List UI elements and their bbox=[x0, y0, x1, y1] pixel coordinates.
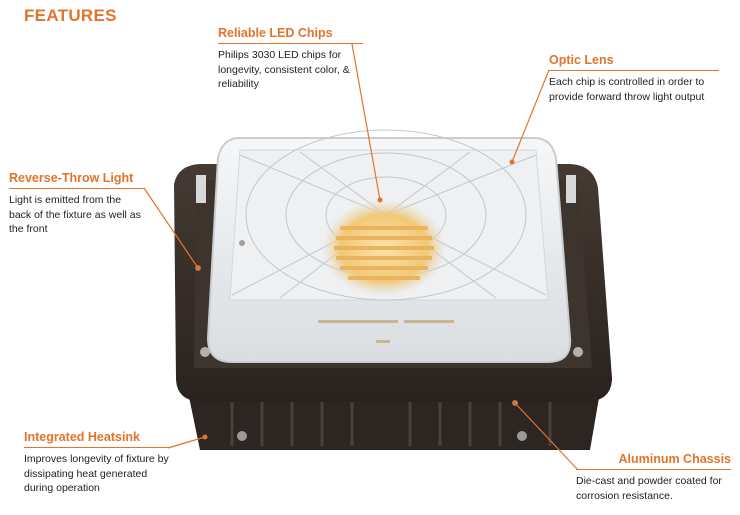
callout-heatsink-title: Integrated Heatsink bbox=[24, 430, 169, 448]
heatsink-body bbox=[188, 392, 600, 450]
callout-led-chips: Reliable LED Chips Philips 3030 LED chip… bbox=[218, 26, 363, 92]
callout-optic-lens-desc: Each chip is controlled in order to prov… bbox=[549, 76, 705, 103]
callout-heatsink-desc: Improves longevity of fixture by dissipa… bbox=[24, 453, 169, 494]
leader-dots bbox=[195, 159, 518, 440]
callout-optic-lens-title: Optic Lens bbox=[549, 53, 719, 71]
callout-reverse-throw-title: Reverse-Throw Light bbox=[9, 171, 144, 189]
callout-led-chips-desc: Philips 3030 LED chips for longevity, co… bbox=[218, 49, 350, 90]
leader-lines bbox=[143, 43, 579, 471]
callout-reverse-throw: Reverse-Throw Light Light is emitted fro… bbox=[9, 171, 144, 237]
callout-aluminum-chassis-title: Aluminum Chassis bbox=[576, 452, 731, 470]
callout-aluminum-chassis-desc: Die-cast and powder coated for corrosion… bbox=[576, 475, 722, 502]
callout-led-chips-title: Reliable LED Chips bbox=[218, 26, 363, 44]
features-heading: FEATURES bbox=[24, 6, 117, 25]
callout-aluminum-chassis: Aluminum Chassis Die-cast and powder coa… bbox=[576, 452, 731, 503]
callout-optic-lens: Optic Lens Each chip is controlled in or… bbox=[549, 53, 719, 104]
callout-heatsink: Integrated Heatsink Improves longevity o… bbox=[24, 430, 169, 496]
callout-reverse-throw-desc: Light is emitted from the back of the fi… bbox=[9, 194, 141, 235]
optic-lens bbox=[206, 129, 572, 363]
